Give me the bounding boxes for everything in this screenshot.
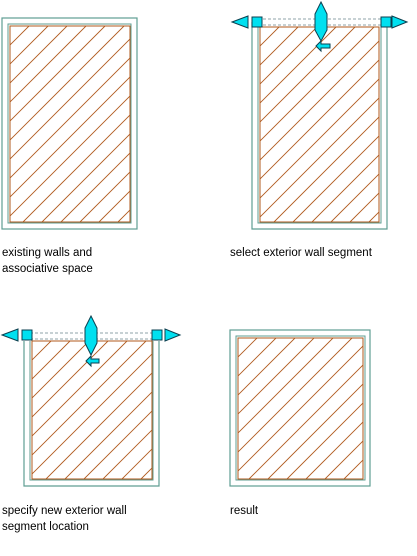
- hatch-line: [10, 26, 68, 84]
- grip-set: [0, 314, 182, 368]
- square-grip-icon[interactable]: [380, 16, 392, 28]
- hatch-line: [32, 341, 33, 342]
- panel-select: [230, 0, 409, 230]
- lengthen-arrow-icon[interactable]: [314, 0, 328, 43]
- panel-existing: [1, 17, 138, 230]
- hatch-line: [79, 171, 130, 222]
- triangle-grip-icon[interactable]: [230, 15, 249, 29]
- hatch-line: [286, 402, 363, 479]
- interior-wall: [7, 23, 132, 224]
- square-grip-icon[interactable]: [251, 16, 263, 28]
- hatch-line: [238, 338, 277, 377]
- associative-space: [259, 26, 380, 223]
- offset-arrow-icon[interactable]: [85, 354, 100, 368]
- hatch-line: [32, 341, 90, 399]
- exterior-wall: [23, 341, 160, 487]
- hatch-line: [260, 27, 337, 104]
- grip-set: [230, 0, 409, 53]
- hatch-line: [32, 341, 71, 380]
- hatch-line: [260, 27, 318, 85]
- space-hatch: [32, 341, 152, 479]
- triangle-grip-icon[interactable]: [391, 15, 409, 29]
- interior-wall: [257, 25, 382, 224]
- hatch-line: [260, 97, 379, 218]
- exterior-wall: [229, 329, 371, 487]
- hatch-line: [260, 27, 299, 66]
- caption-specify: specify new exterior wall segment locati…: [2, 503, 127, 535]
- caption-line: specify new exterior wall: [2, 505, 127, 517]
- hatch-line: [324, 440, 363, 479]
- caption-line: segment location: [2, 521, 89, 533]
- hatch-line: [368, 211, 379, 222]
- hatch-line: [260, 27, 375, 142]
- panel-specify: [0, 314, 182, 487]
- hatch-line: [10, 95, 130, 217]
- hatch-line: [64, 391, 152, 479]
- hatch-line: [45, 372, 152, 479]
- hatch-line: [267, 383, 363, 479]
- exterior-wall: [1, 17, 138, 230]
- caption-line: associative space: [2, 263, 93, 275]
- hatch-line: [140, 467, 152, 479]
- hatch-line: [60, 152, 130, 222]
- hatch-line: [238, 338, 334, 434]
- hatch-line: [10, 26, 87, 103]
- panel-result: [229, 329, 371, 487]
- hatch-line: [32, 341, 128, 437]
- caption-line: result: [230, 505, 259, 517]
- triangle-grip-icon[interactable]: [164, 328, 182, 342]
- exterior-wall: [251, 22, 388, 230]
- hatch-line: [273, 116, 379, 222]
- hatch-line: [330, 173, 379, 222]
- hatch-line: [305, 421, 363, 479]
- square-grip-icon[interactable]: [151, 329, 163, 341]
- hatch-line: [32, 341, 147, 456]
- hatch-line: [22, 114, 130, 222]
- caption-select: select exterior wall segment: [230, 245, 372, 261]
- hatch-line: [238, 338, 296, 396]
- hatch-line: [238, 345, 363, 472]
- hatch-line: [260, 27, 356, 123]
- hatch-line: [121, 448, 152, 479]
- space-hatch: [260, 27, 379, 222]
- hatch-line: [10, 76, 130, 198]
- lengthen-arrow-icon[interactable]: [84, 314, 98, 357]
- caption-result: result: [230, 503, 258, 519]
- caption-line: select exterior wall segment: [230, 247, 372, 259]
- hatch-line: [10, 57, 130, 179]
- square-grip-icon[interactable]: [21, 329, 33, 341]
- caption-existing: existing walls and associative space: [2, 245, 93, 277]
- hatch-line: [10, 38, 130, 160]
- hatch-line: [292, 135, 379, 222]
- interior-wall: [29, 341, 154, 481]
- hatch-line: [102, 429, 152, 479]
- caption-line: existing walls and: [2, 247, 93, 259]
- hatch-line: [238, 338, 353, 453]
- hatch-line: [32, 353, 152, 475]
- hatch-line: [83, 410, 152, 479]
- hatch-line: [10, 26, 49, 65]
- hatch-line: [41, 133, 130, 222]
- hatch-line: [10, 26, 125, 141]
- hatch-line: [343, 459, 363, 479]
- offset-arrow-icon[interactable]: [315, 39, 331, 53]
- associative-space: [9, 25, 131, 223]
- hatch-line: [260, 59, 379, 180]
- hatch-line: [248, 364, 363, 479]
- associative-space: [237, 337, 364, 480]
- hatch-line: [260, 78, 379, 199]
- hatch-line: [32, 341, 52, 361]
- triangle-grip-icon[interactable]: [0, 328, 19, 342]
- space-hatch: [10, 26, 130, 222]
- hatch-line: [238, 338, 315, 415]
- hatch-line: [10, 26, 106, 122]
- hatch-line: [311, 154, 379, 222]
- interior-wall: [235, 335, 366, 481]
- space-hatch: [238, 338, 363, 479]
- hatch-line: [260, 40, 379, 161]
- hatch-line: [238, 338, 239, 339]
- hatch-line: [32, 341, 109, 418]
